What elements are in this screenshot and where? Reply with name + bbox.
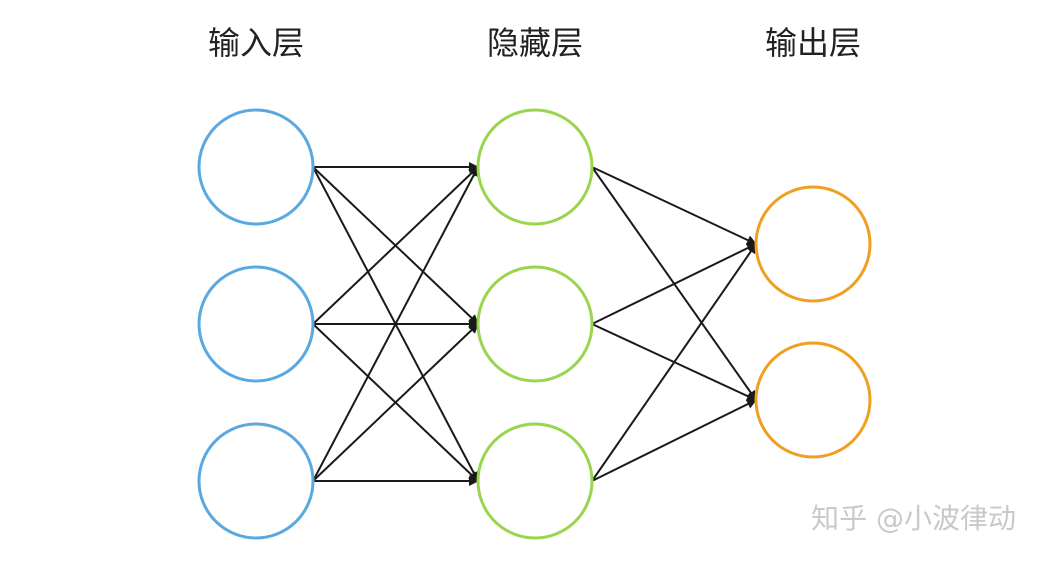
hidden-node-3	[476, 422, 594, 540]
hidden-node-2	[476, 265, 594, 383]
network-nodes	[197, 108, 872, 540]
edge-input-3-to-hidden-2	[312, 323, 479, 482]
edge-hidden-3-to-output-2	[591, 399, 757, 482]
output-node-1	[754, 185, 872, 303]
edge-hidden-2-to-output-1	[591, 243, 757, 325]
input-node-2	[197, 265, 315, 383]
layer-title-hidden: 隐藏层	[487, 24, 583, 62]
edge-input-3-to-hidden-1	[312, 166, 479, 482]
input-node-3	[197, 422, 315, 540]
input-node-1	[197, 108, 315, 226]
output-node-2	[754, 341, 872, 459]
connection-edges	[312, 162, 757, 486]
layer-title-output: 输出层	[765, 24, 861, 62]
edge-hidden-3-to-output-1	[591, 243, 757, 482]
edge-hidden-1-to-output-1	[591, 166, 757, 245]
watermark: 知乎 @小波律动	[811, 502, 1016, 535]
layer-title-input: 输入层	[208, 24, 304, 62]
hidden-node-1	[476, 108, 594, 226]
edge-input-2-to-hidden-1	[312, 166, 479, 325]
